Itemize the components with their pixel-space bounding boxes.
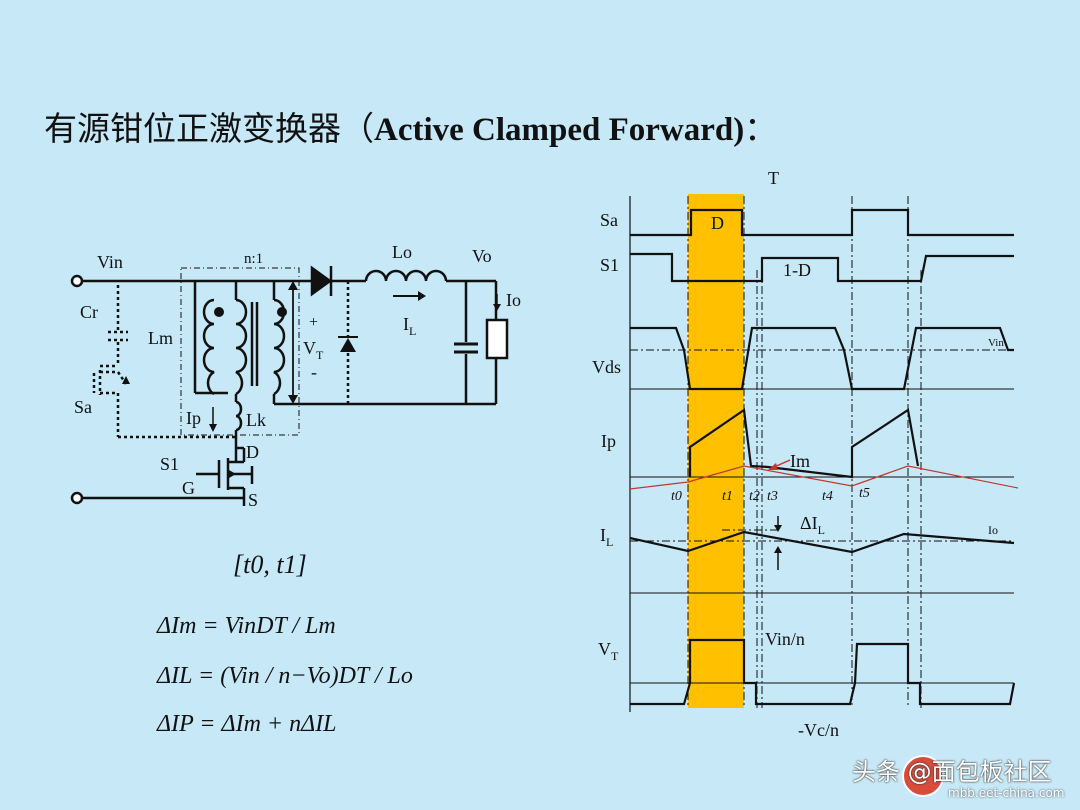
gnd-terminal [70, 491, 84, 505]
equation-delta-ip: ΔIP = ΔIm + nΔIL [156, 711, 337, 737]
t2-label: t2 [749, 489, 760, 504]
t4-label: t4 [822, 489, 833, 504]
t3-label: t3 [767, 489, 778, 504]
output-diode [310, 265, 333, 297]
gate-label: G [182, 478, 195, 498]
secondary-winding [273, 298, 286, 396]
im-label: Im [790, 451, 810, 471]
il-label: IL [403, 314, 416, 338]
lk-inductor [235, 400, 243, 432]
ip-waveform [688, 408, 920, 479]
vds-waveform [630, 326, 1014, 391]
lm-inductor [235, 298, 248, 396]
vin-terminal [70, 274, 84, 288]
s1-label: S1 [160, 454, 179, 474]
title-colon: ： [744, 112, 778, 148]
cr-label: Cr [80, 302, 98, 322]
il-axis-label: IL [600, 525, 613, 549]
title-chinese: 有源钳位正激变换器（ [44, 112, 374, 148]
watermark-logo-icon [902, 755, 944, 797]
lo-inductor [364, 269, 448, 282]
vin-level-label: Vin [988, 337, 1004, 349]
vin-label: Vin [97, 252, 123, 272]
lm-label: Lm [148, 328, 173, 348]
timing-waveforms: T Sa D S1 1-D Vds Vin Ip Im t0 t1 t2 t3 … [592, 168, 1019, 740]
equation-delta-il: ΔIL = (Vin / n−Vo)DT / Lo [156, 663, 413, 689]
im-waveform [629, 465, 1019, 490]
io-level-label: Io [988, 523, 998, 537]
sa-label: Sa [74, 397, 92, 417]
watermark-text: 头条 @面包板社区 [852, 758, 1052, 786]
vt-minus-label: - [311, 362, 317, 382]
interval-label: [t0, t1] [233, 550, 307, 579]
duty-label: D [711, 213, 724, 233]
sa-axis-label: Sa [600, 210, 618, 230]
load-resistor [485, 318, 509, 360]
t5-label: t5 [859, 486, 870, 501]
vt-plus-label: + [309, 314, 318, 331]
circuit-diagram: Vin Cr Sa Lm n:1 Lo Vo Io IL + VT - Ip L… [70, 242, 521, 510]
primary-winding [202, 298, 215, 396]
equations: [t0, t1] ΔIm = VinDT / Lm ΔIL = (Vin / n… [156, 550, 413, 737]
drain-label: D [246, 442, 259, 462]
period-label: T [768, 168, 779, 188]
watermark-url: mbb.eet-china.com [948, 786, 1065, 800]
duty-highlight [688, 194, 744, 708]
neg-vc-over-n-label: -Vc/n [798, 720, 839, 740]
delta-il-label: ΔIL [800, 513, 825, 537]
vt-label: VT [303, 338, 324, 362]
lk-label: Lk [246, 410, 266, 430]
ip-axis-label: Ip [601, 431, 616, 451]
s1-axis-label: S1 [600, 255, 619, 275]
ip-label: Ip [186, 408, 201, 428]
il-waveform [629, 530, 1015, 554]
t0-label: t0 [671, 489, 682, 504]
vin-over-n-label: Vin/n [765, 629, 805, 649]
io-label: Io [506, 290, 521, 310]
s1-waveform [630, 252, 1014, 283]
sa-waveform [630, 208, 1014, 237]
t1-label: t1 [722, 489, 733, 504]
vds-axis-label: Vds [592, 357, 621, 377]
source-label: S [248, 490, 258, 510]
slide-title: 有源钳位正激变换器（Active Clamped Forward)： [44, 102, 777, 150]
turns-ratio-label: n:1 [244, 251, 263, 267]
vo-label: Vo [472, 246, 492, 266]
equation-delta-im: ΔIm = VinDT / Lm [156, 613, 336, 639]
title-english: Active Clamped Forward) [374, 112, 745, 148]
lo-label: Lo [392, 242, 412, 262]
one-minus-d-label: 1-D [783, 260, 811, 280]
vt-waveform [630, 638, 1016, 706]
vt-axis-label: VT [598, 639, 619, 663]
